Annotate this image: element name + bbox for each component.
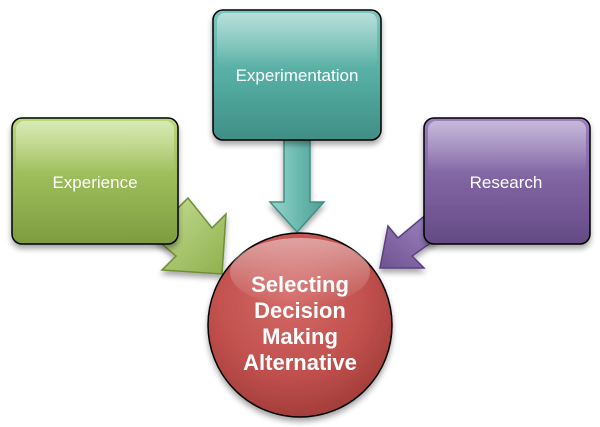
experience-label: Experience	[52, 173, 137, 192]
arrow-experimentation-to-center	[268, 137, 326, 234]
center-line-1: Selecting	[251, 272, 349, 297]
center-circle: Selecting Decision Making Alternative	[207, 232, 393, 418]
experience-box: Experience	[11, 117, 179, 245]
center-line-3: Making	[262, 324, 338, 349]
center-line-4: Alternative	[243, 350, 357, 375]
research-box: Research	[423, 117, 591, 245]
center-line-2: Decision	[254, 298, 346, 323]
experimentation-box: Experimentation	[212, 9, 382, 141]
experimentation-label: Experimentation	[236, 66, 359, 85]
research-label: Research	[470, 173, 543, 192]
